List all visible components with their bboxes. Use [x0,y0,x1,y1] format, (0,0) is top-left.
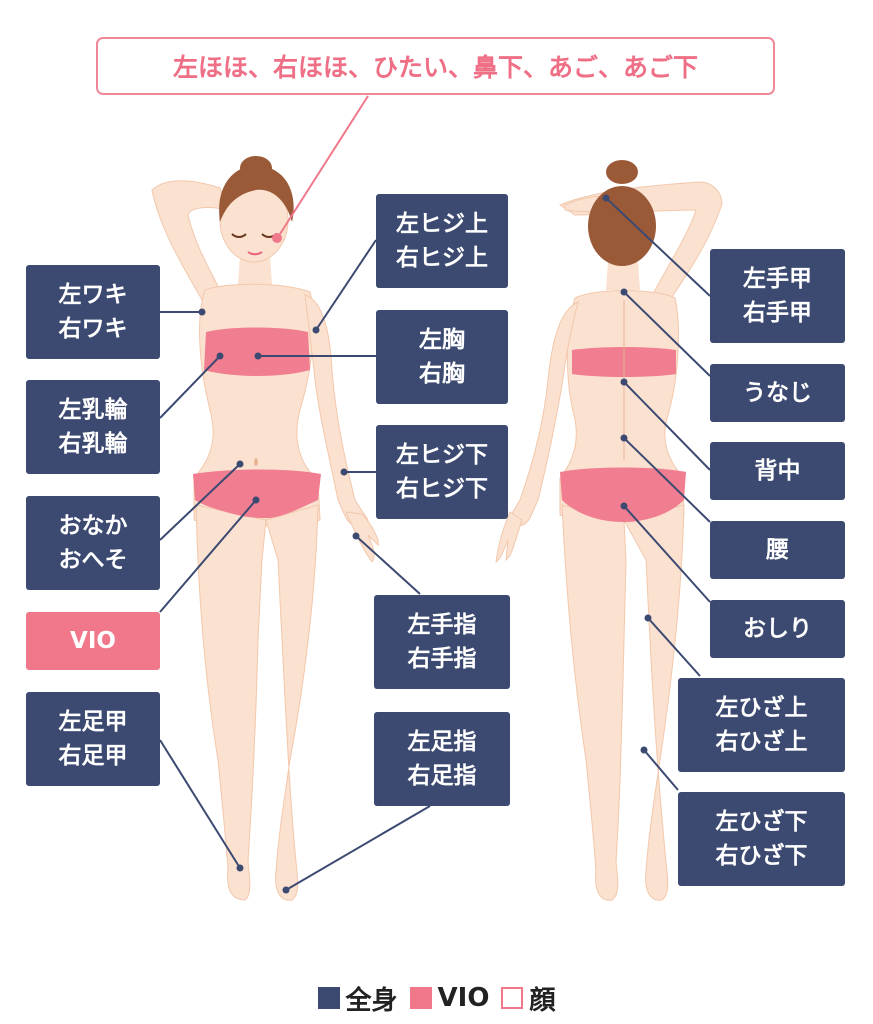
label-nyurin: 左乳輪 右乳輪 [26,380,160,474]
legend-item-kao: 顔 [501,980,555,1017]
label-ashi-yubi-left: 左足指 [407,729,477,755]
label-hiza-shita-left: 左ひざ下 [715,809,808,835]
legend-label-vio: VIO [437,983,490,1013]
label-hiza-shita-right: 右ひざ下 [715,843,808,869]
label-mune-left: 左胸 [419,327,465,353]
label-nyurin-right: 右乳輪 [58,431,128,457]
label-hiza-ue-left: 左ひざ上 [715,695,808,721]
label-onaka-1: おなか [58,513,128,539]
label-koshi: 腰 [710,521,845,579]
label-hiji-shita-left: 左ヒジ下 [396,442,488,468]
label-waki-right: 右ワキ [58,316,128,342]
label-ashi-ko: 左足甲 右足甲 [26,692,160,786]
label-oshiri-text: おしり [743,616,812,642]
label-oshiri: おしり [710,600,845,658]
legend-swatch-zenshin [317,987,340,1009]
label-hiza-shita: 左ひざ下 右ひざ下 [678,792,845,886]
label-vio: VIO [26,612,160,670]
label-unaji-text: うなじ [743,380,812,406]
label-waki-left: 左ワキ [58,282,128,308]
legend-swatch-vio [409,987,432,1009]
label-mune: 左胸 右胸 [376,310,508,404]
label-unaji: うなじ [710,364,845,422]
label-hiji-shita-right: 右ヒジ下 [396,476,488,502]
face-leader-line [279,95,369,235]
label-te-yubi-right: 右手指 [407,646,477,672]
back-figure [495,160,723,901]
label-mune-right: 右胸 [419,361,465,387]
label-te-ko: 左手甲 右手甲 [710,249,845,343]
legend-swatch-kao [501,987,524,1009]
label-koshi-text: 腰 [766,537,789,563]
label-vio-text: VIO [70,628,116,654]
label-te-yubi: 左手指 右手指 [374,595,510,689]
label-ashi-ko-left: 左足甲 [58,709,128,735]
leader-dots [198,194,652,894]
label-hiji-ue-right: 右ヒジ上 [396,245,488,271]
legend: 全身 VIO 顔 [0,978,873,1018]
label-ashi-yubi-right: 右足指 [407,763,477,789]
label-senaka-text: 背中 [754,458,801,484]
legend-label-zenshin: 全身 [345,985,398,1016]
leader-lines [159,197,711,891]
label-hiza-ue: 左ひざ上 右ひざ上 [678,678,845,772]
label-te-yubi-left: 左手指 [407,612,477,638]
label-hiji-ue-left: 左ヒジ上 [396,211,488,237]
label-te-ko-left: 左手甲 [743,266,812,292]
label-nyurin-left: 左乳輪 [58,397,128,423]
front-figure [151,156,379,901]
label-onaka: おなか おへそ [26,496,160,590]
label-onaka-2: おへそ [58,547,128,573]
label-hiji-shita: 左ヒジ下 右ヒジ下 [376,425,508,519]
legend-label-kao: 顔 [529,985,556,1016]
label-ashi-ko-right: 右足甲 [58,743,128,769]
label-ashi-yubi: 左足指 右足指 [374,712,510,806]
label-hiji-ue: 左ヒジ上 右ヒジ上 [376,194,508,288]
label-senaka: 背中 [710,442,845,500]
label-hiza-ue-right: 右ひざ上 [715,729,808,755]
label-te-ko-right: 右手甲 [743,300,812,326]
legend-item-vio: VIO [409,983,490,1013]
label-waki: 左ワキ 右ワキ [26,265,160,359]
legend-item-zenshin: 全身 [317,980,398,1017]
face-areas-label: 左ほほ、右ほほ、ひたい、鼻下、あご、あご下 [96,37,775,95]
